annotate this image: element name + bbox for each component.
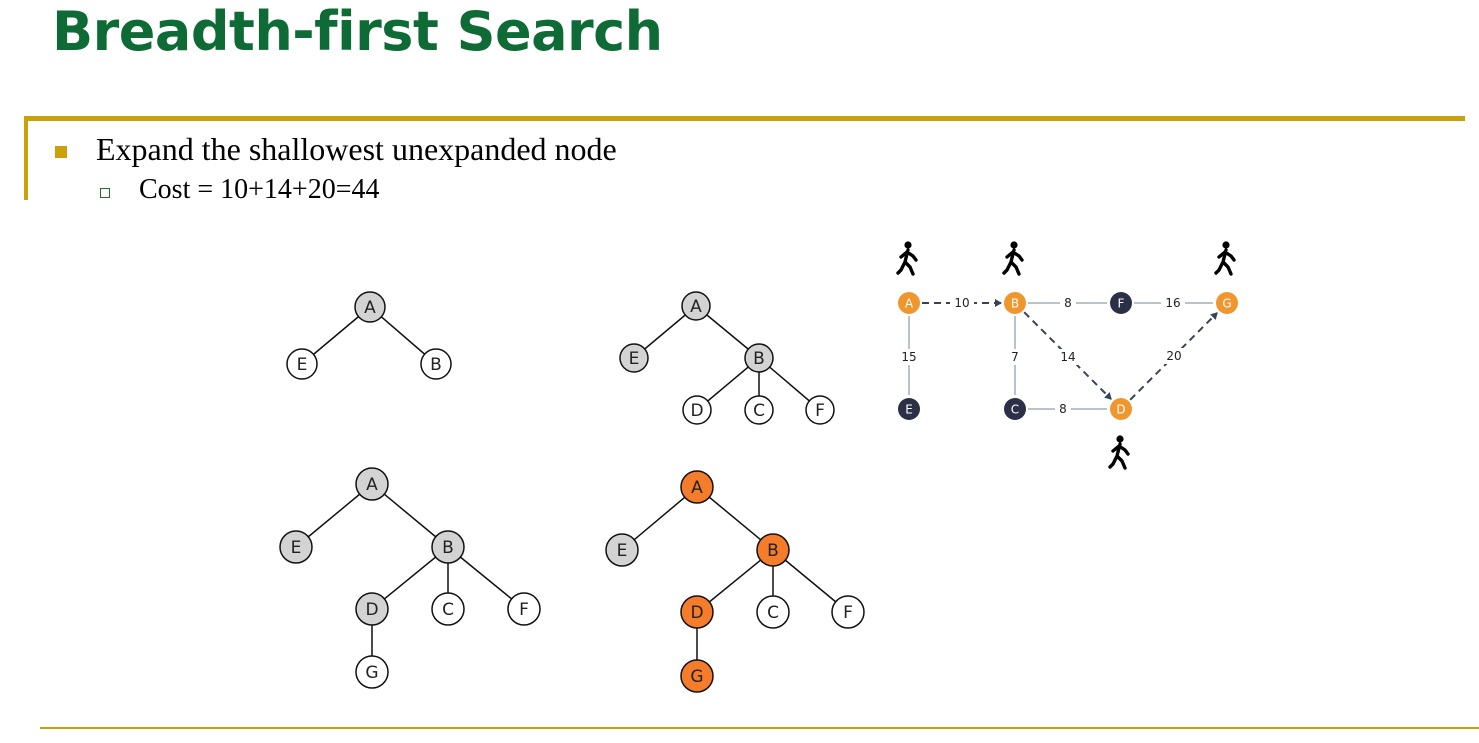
- walking-person-icon: [1108, 433, 1130, 470]
- walking-person-icon: [1214, 239, 1236, 276]
- tree-node-E: E: [605, 533, 639, 567]
- tree-node-F: F: [507, 592, 541, 626]
- tree-node-F: F: [805, 395, 835, 425]
- content-left-rule: [24, 116, 28, 200]
- tree-node-label: A: [691, 478, 703, 498]
- tree-node-F: F: [831, 595, 865, 629]
- tree-step-4-solution: A E B D C F G: [605, 470, 865, 693]
- graph-node-F: F: [1110, 292, 1132, 314]
- tree-node-E: E: [286, 348, 318, 380]
- walking-person-icon: [1002, 239, 1024, 276]
- walking-person-icon: [896, 239, 918, 276]
- edge-weight: 15: [901, 350, 916, 364]
- tree-node-A: A: [354, 291, 386, 323]
- edge-weight: 10: [954, 296, 969, 310]
- tree-node-label: D: [690, 603, 703, 623]
- graph-node-E: E: [898, 398, 920, 420]
- tree-node-label: C: [753, 401, 765, 421]
- tree-node-B: B: [431, 530, 465, 564]
- tree-node-E: E: [619, 343, 649, 373]
- footer-divider: [40, 727, 1479, 729]
- tree-node-label: A: [364, 298, 376, 318]
- edge-weight: 8: [1059, 402, 1067, 416]
- edge-weight: 14: [1060, 350, 1075, 364]
- edge-weight: 16: [1165, 296, 1180, 310]
- tree-node-A: A: [680, 470, 714, 504]
- graph-edge-F-G: 16: [1134, 295, 1213, 311]
- tree-node-label: B: [753, 349, 765, 369]
- graph-node-label: A: [905, 297, 914, 311]
- square-bullet-icon: [55, 146, 67, 158]
- tree-node-label: B: [430, 355, 442, 375]
- tree-node-label: E: [629, 349, 640, 369]
- graph-node-label: C: [1011, 403, 1019, 417]
- tree-node-A: A: [681, 291, 711, 321]
- graph-node-A: A: [896, 239, 920, 314]
- tree-step-3: A E B D C F G: [279, 467, 541, 689]
- graph-node-G: G: [1214, 239, 1238, 314]
- tree-step-2: A E B D C F: [619, 291, 835, 425]
- tree-node-D: D: [355, 592, 389, 626]
- graph-node-label: G: [1222, 297, 1231, 311]
- graph-node-B: B: [1002, 239, 1026, 314]
- tree-node-label: A: [366, 475, 378, 495]
- graph-edge-A-E: 15: [897, 316, 921, 395]
- tree-node-label: B: [767, 541, 779, 561]
- graph-node-label: D: [1116, 403, 1125, 417]
- bullet-text-1: Expand the shallowest unexpanded node: [96, 131, 617, 167]
- tree-node-label: F: [815, 401, 825, 421]
- tree-node-C: C: [756, 595, 790, 629]
- tree-node-label: F: [519, 600, 529, 620]
- edge-weight: 8: [1064, 296, 1072, 310]
- tree-node-label: E: [291, 538, 302, 558]
- tree-node-B: B: [756, 533, 790, 567]
- weighted-graph: 10 8 16 15 7 14 8 20 A B F G E C D: [896, 239, 1238, 470]
- tree-node-B: B: [420, 348, 452, 380]
- tree-node-label: D: [690, 401, 703, 421]
- tree-node-C: C: [431, 592, 465, 626]
- tree-node-label: F: [843, 603, 853, 623]
- graph-node-D: D: [1108, 398, 1132, 470]
- tree-node-label: G: [690, 667, 703, 687]
- tree-node-label: D: [365, 600, 378, 620]
- tree-node-label: G: [365, 663, 378, 683]
- tree-node-G: G: [680, 659, 714, 693]
- tree-node-A: A: [355, 467, 389, 501]
- tree-node-G: G: [355, 655, 389, 689]
- title-divider: [24, 116, 1465, 121]
- tree-step-1: A E B: [286, 291, 452, 380]
- tree-node-D: D: [680, 595, 714, 629]
- tree-node-label: E: [617, 541, 628, 561]
- edge-weight: 7: [1011, 350, 1019, 364]
- graph-edge-B-C: 7: [1007, 316, 1023, 395]
- slide-title: Breadth-first Search: [52, 0, 663, 63]
- tree-node-label: C: [442, 600, 454, 620]
- graph-edge-C-D: 8: [1028, 401, 1107, 417]
- graph-node-label: F: [1118, 297, 1125, 311]
- edge-weight: 20: [1166, 349, 1181, 363]
- graph-edge-B-F: 8: [1028, 295, 1107, 311]
- tree-node-E: E: [279, 530, 313, 564]
- tree-node-C: C: [744, 395, 774, 425]
- graph-node-C: C: [1004, 398, 1026, 420]
- tree-node-D: D: [682, 395, 712, 425]
- tree-node-label: B: [442, 538, 454, 558]
- tree-node-label: A: [690, 297, 702, 317]
- tree-node-label: E: [297, 355, 308, 375]
- bullet-text-2: Cost = 10+14+20=44: [139, 174, 380, 205]
- graph-edge-A-B: 10: [922, 295, 1002, 311]
- hollow-square-bullet-icon: [100, 188, 110, 198]
- tree-node-B: B: [744, 343, 774, 373]
- tree-node-label: C: [767, 603, 779, 623]
- graph-edge-B-D: 14: [1023, 311, 1112, 400]
- graph-edge-D-G: 20: [1129, 312, 1218, 401]
- graph-node-label: B: [1011, 297, 1019, 311]
- graph-node-label: E: [905, 403, 913, 417]
